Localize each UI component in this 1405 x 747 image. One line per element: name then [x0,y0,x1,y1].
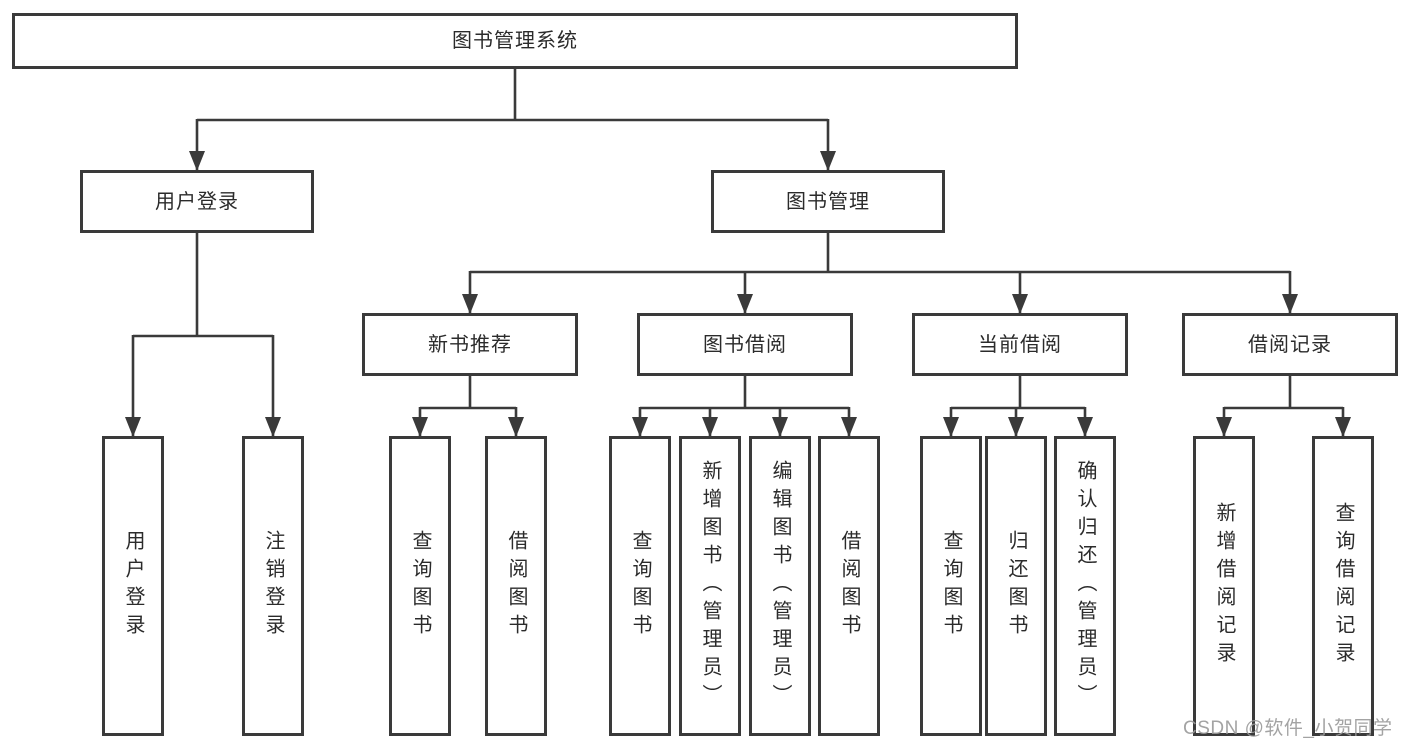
leaf-query-borrow-record: 查询借阅记录 [1312,436,1374,736]
node-borrow-records: 借阅记录 [1182,313,1398,376]
node-book-borrow: 图书借阅 [637,313,853,376]
csdn-watermark: CSDN @软件_小贺同学 [1183,718,1393,739]
leaf-add-book-admin: 新增图书（管理员） [679,436,741,736]
node-root: 图书管理系统 [12,13,1018,69]
connector-root [189,69,836,171]
node-user-login: 用户登录 [80,170,314,233]
leaf-logout: 注销登录 [242,436,304,736]
node-new-book-recommend: 新书推荐 [362,313,578,376]
leaf-confirm-return-admin: 确认归还（管理员） [1054,436,1116,736]
leaf-edit-book-admin: 编辑图书（管理员） [749,436,811,736]
connector-book-management [462,233,1298,314]
leaf-user-login: 用户登录 [102,436,164,736]
connector-new-book-recommend [412,376,524,437]
leaf-query-book-current: 查询图书 [920,436,982,736]
connector-user-login [125,233,281,437]
leaf-borrow-book: 借阅图书 [818,436,880,736]
leaf-query-book-recommend: 查询图书 [389,436,451,736]
leaf-return-book: 归还图书 [985,436,1047,736]
connector-current-borrow [943,376,1093,437]
leaf-query-book-borrow: 查询图书 [609,436,671,736]
leaf-add-borrow-record: 新增借阅记录 [1193,436,1255,736]
connector-book-borrow [632,376,857,437]
leaf-borrow-book-recommend: 借阅图书 [485,436,547,736]
node-book-management: 图书管理 [711,170,945,233]
node-current-borrow: 当前借阅 [912,313,1128,376]
connector-borrow-records [1216,376,1351,437]
